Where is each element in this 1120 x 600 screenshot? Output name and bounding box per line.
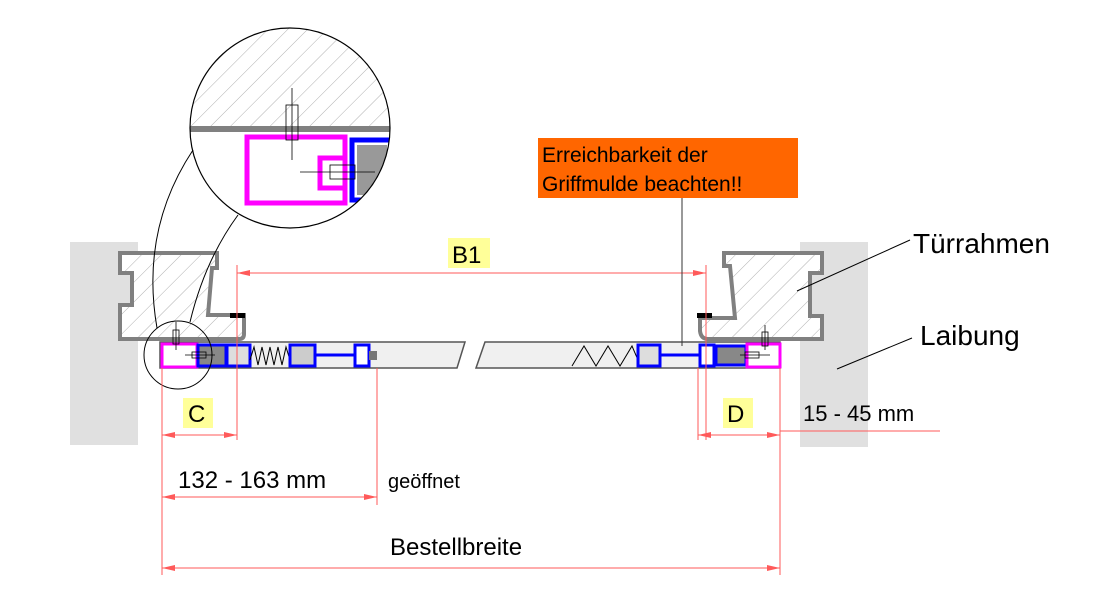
right-seal (697, 313, 712, 318)
d-label: D (727, 401, 744, 428)
right-screw-icon (740, 325, 770, 359)
left-blue-carrier (225, 343, 252, 368)
reveal-range-label: 15 - 45 mm (803, 401, 914, 426)
left-spring (249, 345, 291, 366)
order-width-label: Bestellbreite (390, 534, 522, 561)
detail-leader-left (152, 149, 194, 329)
detail-large-circle (189, 27, 391, 229)
detail-leader-right (189, 214, 239, 323)
left-wall (70, 242, 138, 445)
right-door-frame (698, 251, 824, 341)
left-range-label: 132 - 163 mm (178, 467, 326, 494)
left-blue-slider (288, 343, 317, 368)
door-frame-leader (796, 239, 911, 292)
reveal-label: Laibung (920, 320, 1020, 351)
detail-magnified-view (190, 28, 390, 206)
left-screw-icon (172, 322, 215, 359)
c-label: C (188, 401, 205, 428)
notice-box (538, 138, 798, 198)
notice-line-1: Erreichbarkeit der (542, 144, 708, 167)
detail-small-circle (143, 320, 213, 390)
d-highlight (723, 398, 753, 428)
right-blue-profile (714, 344, 748, 367)
right-magenta-profile (745, 342, 782, 369)
left-stop (369, 351, 377, 360)
c-highlight (183, 398, 213, 428)
b1-label: B1 (452, 242, 481, 269)
left-blue-handle (353, 343, 371, 368)
right-blue-handle (698, 343, 716, 368)
right-spring (571, 344, 639, 367)
dimension-lines (161, 265, 940, 575)
opened-label: geöffnet (388, 471, 460, 493)
right-blue-slider (636, 343, 662, 368)
b1-highlight (448, 238, 490, 268)
left-door-frame (118, 251, 246, 341)
notice-line-2: Griffmulde beachten!! (542, 173, 742, 196)
reveal-leader (836, 337, 913, 370)
door-frame-label: Türrahmen (913, 228, 1050, 259)
